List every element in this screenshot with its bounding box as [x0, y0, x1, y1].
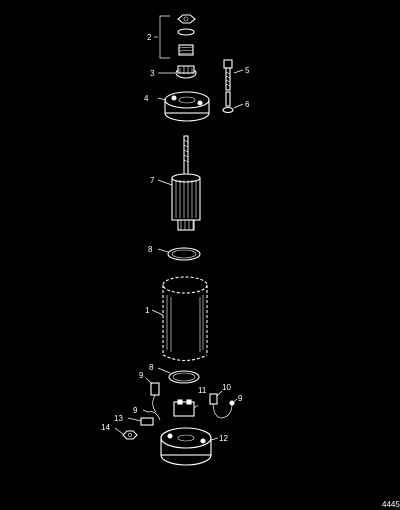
frame-top-edge	[162, 276, 208, 294]
callout-2: 2	[147, 33, 152, 42]
brush-holder-body	[173, 401, 195, 417]
part-12-end-head	[160, 427, 219, 466]
leader-13	[127, 417, 142, 422]
bolt-head	[223, 59, 233, 69]
small-nut-hole	[128, 433, 132, 437]
part-13-terminal-stud	[127, 417, 154, 426]
leader-7	[157, 179, 173, 186]
leader-9a	[145, 377, 153, 385]
bolt-shank	[225, 67, 231, 91]
callout-5: 5	[245, 66, 250, 75]
leader-6	[233, 103, 244, 109]
callout-9-left: 9	[139, 371, 144, 380]
callout-12: 12	[219, 434, 228, 443]
leader-14	[114, 427, 124, 435]
callout-13: 13	[114, 414, 123, 423]
leader-12	[210, 437, 219, 441]
brush-holder-clip-left	[177, 399, 183, 405]
part-5-through-bolt	[223, 59, 244, 91]
leader-8b	[157, 367, 171, 374]
center-lead-wire	[147, 411, 161, 421]
callout-14: 14	[101, 423, 110, 432]
callout-4: 4	[144, 94, 149, 103]
o-ring-lower-inner	[172, 372, 196, 382]
nut-hole	[183, 16, 189, 22]
brush-right-body	[209, 393, 218, 405]
right-lead-wire	[212, 403, 233, 419]
part-8-upper-o-ring	[157, 247, 201, 261]
leader-8a	[157, 248, 169, 253]
cap-bolt-hole-left	[171, 95, 177, 101]
callout-8-lower: 8	[149, 363, 154, 372]
callout-7: 7	[150, 176, 155, 185]
brush-left-body	[150, 382, 160, 396]
pinion-teeth	[179, 66, 193, 74]
callout-1: 1	[145, 306, 150, 315]
end-head-top	[160, 427, 212, 449]
part-8-lower-o-ring	[157, 367, 200, 384]
leader-5	[233, 69, 244, 74]
callout-6: 6	[245, 100, 250, 109]
part-10-brush-right	[209, 390, 223, 405]
lower-bolt-shank	[225, 91, 231, 107]
part-9-brush-left	[145, 377, 160, 413]
callout-3: 3	[150, 69, 155, 78]
part-6-washer-bolt	[222, 91, 244, 114]
commutator-bars	[180, 220, 194, 230]
end-head-bearing	[177, 434, 195, 442]
bolt-thread	[225, 71, 231, 87]
washer-shape	[177, 28, 195, 36]
bracket-2	[159, 15, 170, 59]
callout-11: 11	[198, 386, 207, 395]
frame-shading	[166, 295, 204, 352]
shaft-splines	[183, 139, 189, 163]
armature-top	[171, 173, 201, 183]
part-1-field-frame	[151, 276, 208, 362]
o-ring-upper-inner	[171, 249, 197, 259]
small-nut	[122, 430, 138, 440]
armature-windings	[175, 180, 197, 218]
leader-9b	[142, 409, 149, 413]
part-3-pinion	[158, 65, 197, 79]
brush-left-lead	[152, 394, 157, 413]
callout-9-center: 9	[133, 406, 138, 415]
part-14-nut	[114, 427, 138, 440]
leader-11	[193, 404, 199, 409]
lower-washer	[222, 106, 234, 114]
frame-bottom-edge	[162, 354, 208, 362]
part-2-nut-spring-stack	[154, 14, 196, 59]
part-9-lead-wire-right	[212, 398, 238, 419]
part-9-lead-wire-center	[142, 409, 161, 421]
end-head-hole-right	[200, 438, 206, 444]
leader-10	[216, 390, 223, 397]
stud-body	[140, 417, 154, 426]
part-11-brush-holder	[173, 399, 199, 417]
leader-4	[157, 97, 167, 101]
leader-9c	[231, 398, 238, 404]
part-7-armature	[157, 135, 201, 231]
leader-1	[151, 309, 164, 316]
callout-10: 10	[222, 383, 231, 392]
callout-8-upper: 8	[148, 245, 153, 254]
part-4-end-cap	[157, 91, 210, 122]
cap-top	[164, 91, 210, 109]
figure-id: 4445	[382, 500, 400, 509]
end-head-hole-left	[167, 433, 173, 439]
cap-hub	[178, 96, 196, 104]
pinion-top	[177, 65, 195, 74]
cap-bolt-hole-right	[197, 100, 203, 106]
nut-shape	[177, 14, 196, 24]
brush-holder-clip-right	[186, 399, 192, 405]
commutator	[177, 219, 195, 231]
spring-coils	[178, 46, 194, 55]
callout-9-right: 9	[238, 394, 243, 403]
